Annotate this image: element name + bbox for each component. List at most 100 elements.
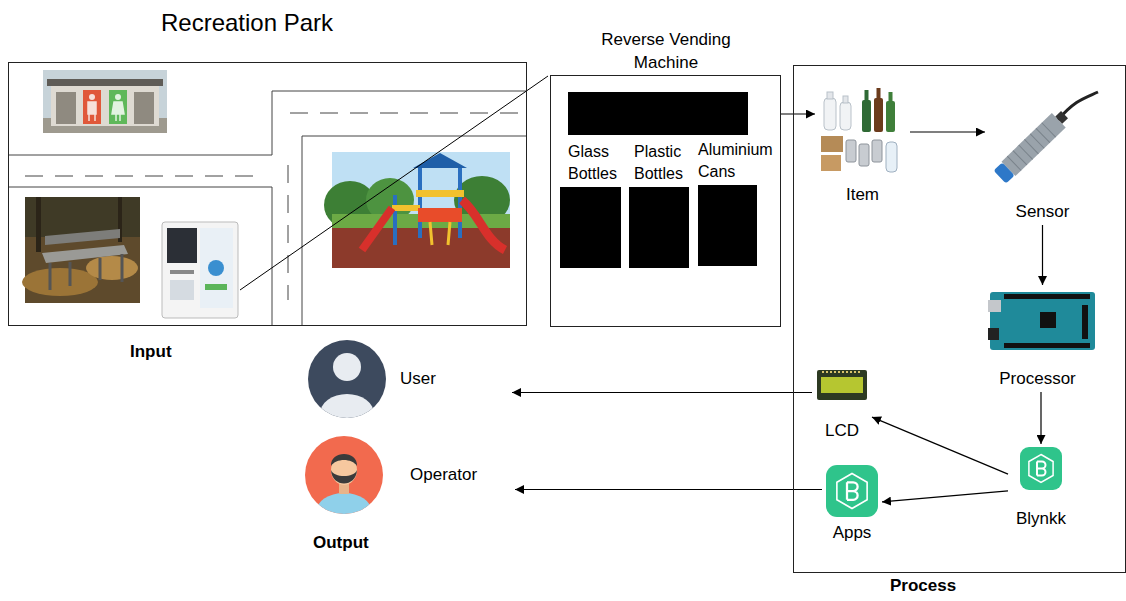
item-node: Item [815, 85, 910, 208]
lcd-node: LCD [812, 365, 872, 444]
playground-photo [413, 153, 467, 168]
road-lines [8, 91, 527, 326]
app-logo [826, 465, 878, 517]
toilet-building [43, 70, 167, 133]
actor-label: User [400, 368, 436, 390]
playground-photo [418, 208, 462, 222]
blynk-logo [1020, 447, 1062, 490]
flow-arrow [1040, 392, 1041, 444]
user-avatar [333, 353, 361, 381]
processor-board [988, 300, 1001, 312]
bench-photo [86, 256, 138, 280]
recyclables-picture [846, 140, 856, 162]
icon-caption: Processor [999, 369, 1076, 389]
app-logo [837, 474, 867, 509]
insert-slot [568, 92, 748, 135]
sensor-node: Sensor [985, 88, 1100, 225]
flow-arrow [882, 491, 1008, 502]
sensor-picture [1055, 111, 1068, 124]
recyclables-picture [872, 140, 882, 162]
bin-opening [698, 185, 757, 266]
icon-caption: Item [846, 185, 879, 205]
section-label: Output [313, 531, 369, 555]
vending-machine-icon [208, 260, 224, 276]
vending-machine-icon [170, 280, 194, 300]
collection-bin: Aluminium Cans [698, 139, 778, 266]
toilet-building [56, 92, 76, 124]
processor-board [1040, 312, 1056, 328]
machine-title: Reverse Vending Machine [581, 28, 751, 74]
process-panel: ProcessItemSensorProcessorBlynkkLCDApps [793, 65, 1126, 573]
blynk-logo [1037, 462, 1046, 476]
playground-photo [416, 190, 464, 197]
blynk-logo [1029, 455, 1053, 483]
machine-housing: Reverse Vending MachineGlass BottlesPlas… [550, 75, 781, 327]
recyclables-picture [865, 90, 869, 101]
blynk-logo [1020, 447, 1062, 490]
recyclables-picture [877, 88, 881, 99]
recyclables-picture [827, 92, 833, 99]
operator-node: Operator [300, 434, 515, 516]
leader-line [240, 76, 548, 290]
bench-photo [22, 268, 98, 296]
lcd-module [817, 370, 867, 400]
operator-avatar [331, 470, 357, 484]
lcd-module [821, 377, 863, 393]
recyclables-picture [840, 102, 851, 130]
playground-photo [392, 205, 420, 211]
map-title: Recreation Park [161, 9, 333, 37]
processor-board [1004, 343, 1090, 348]
bin-label: Plastic Bottles [629, 141, 693, 185]
processor-board [988, 292, 1095, 350]
recyclables-picture [821, 136, 843, 152]
processor-node: Processor [975, 285, 1100, 392]
collection-bin: Glass Bottles [560, 141, 624, 268]
playground-photo [462, 200, 505, 250]
icon-caption: Sensor [1016, 202, 1070, 222]
processor-board [988, 328, 999, 340]
icon-caption: Apps [833, 523, 872, 543]
flow-arrow [515, 489, 822, 490]
collection-bin: Plastic Bottles [629, 141, 693, 268]
toilet-building [88, 102, 96, 121]
toilet-building [83, 90, 101, 124]
user-avatar [320, 394, 374, 434]
bench-photo [45, 229, 120, 245]
bench-photo [22, 197, 140, 303]
app-logo [847, 482, 858, 500]
operator-avatar [331, 454, 357, 466]
toilet-building [51, 86, 159, 126]
app-logo [826, 465, 878, 517]
recyclables-picture [874, 98, 883, 132]
user-avatar [308, 340, 386, 434]
panel-title: Process [890, 575, 956, 597]
bin-label: Glass Bottles [560, 141, 624, 185]
recyclables-picture [843, 96, 848, 103]
playground-photo [324, 152, 510, 268]
recyclables-picture [862, 100, 871, 132]
toilet-building [43, 70, 167, 133]
bin-label: Aluminium Cans [698, 139, 778, 183]
sensor-picture [993, 107, 1072, 184]
flow-arrow [872, 417, 1008, 474]
recyclables-picture [859, 144, 869, 166]
flow-arrow [781, 113, 815, 114]
actor-label: Operator [410, 464, 477, 486]
recyclables-picture [821, 155, 841, 171]
toilet-building [115, 94, 121, 100]
sensor-picture [1001, 113, 1065, 176]
bench-photo [42, 245, 128, 263]
lcd-module [817, 370, 867, 400]
vending-machine-icon [162, 222, 238, 318]
user-node: User [305, 338, 512, 420]
vending-machine-icon [205, 284, 227, 290]
vending-machine-icon [162, 222, 238, 318]
icon-caption: Blynkk [1016, 509, 1066, 529]
blynk-node: Blynkk [1008, 444, 1074, 532]
park-map: Recreation Park [8, 62, 527, 326]
bin-opening [629, 187, 689, 268]
